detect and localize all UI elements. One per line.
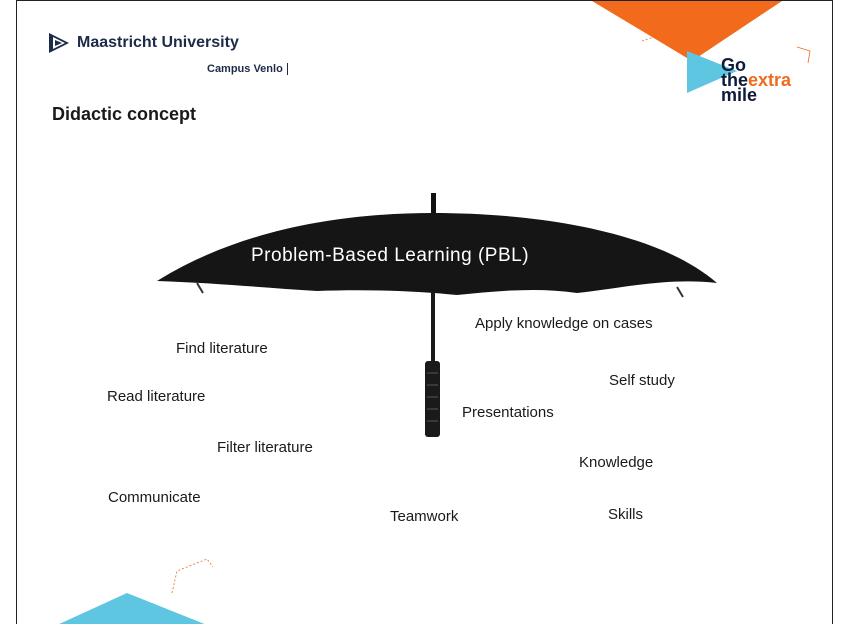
slogan-the: the xyxy=(721,70,748,90)
umbrella-shaft xyxy=(431,291,435,361)
keyword-teamwork: Teamwork xyxy=(390,508,459,525)
umbrella-image xyxy=(157,193,717,437)
keyword-skills: Skills xyxy=(608,506,644,523)
pbl-label: Problem-Based Learning (PBL) xyxy=(251,245,530,266)
bottom-decoration xyxy=(59,558,214,624)
university-name: Maastricht University xyxy=(77,34,239,51)
slide: Maastricht University Campus Venlo Didac… xyxy=(16,0,833,624)
campus-name: Campus Venlo xyxy=(207,63,288,75)
orange-triangle-shape xyxy=(592,1,782,61)
slide-title: Didactic concept xyxy=(52,104,197,124)
um-logo-icon xyxy=(49,33,69,53)
keyword-self-study: Self study xyxy=(609,372,675,389)
keyword-communicate: Communicate xyxy=(108,489,201,506)
slogan-extra: extra xyxy=(748,70,792,90)
teal-triangle-bottom xyxy=(59,593,205,624)
umbrella-handle xyxy=(425,361,440,437)
slogan-mile: mile xyxy=(721,85,758,105)
keyword-presentations: Presentations xyxy=(462,404,554,421)
umbrella-tip xyxy=(431,193,436,219)
keyword-filter-literature: Filter literature xyxy=(217,439,313,456)
keyword-find-literature: Find literature xyxy=(176,340,268,357)
keyword-read-literature: Read literature xyxy=(107,388,206,405)
brand-slogan: Go theextra mile xyxy=(721,55,792,105)
university-logo: Maastricht University xyxy=(49,33,239,53)
umbrella-canopy xyxy=(157,213,717,295)
slogan-go: Go xyxy=(721,55,746,75)
keyword-knowledge: Knowledge xyxy=(579,454,654,471)
brand-graphic xyxy=(592,1,811,93)
keyword-apply-knowledge: Apply knowledge on cases xyxy=(475,315,653,332)
teal-triangle-shape xyxy=(687,51,737,93)
